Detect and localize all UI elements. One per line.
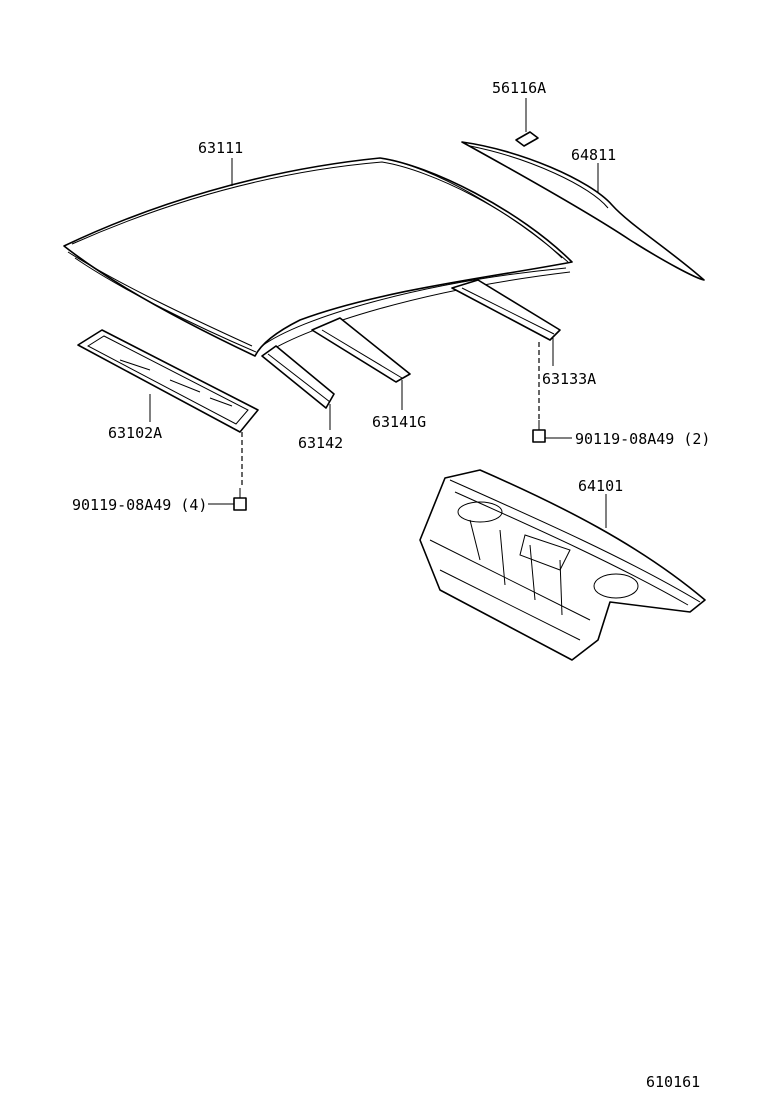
label-clip: 56116A bbox=[492, 79, 546, 97]
clip bbox=[515, 131, 539, 147]
roof-bow-1 bbox=[261, 345, 335, 409]
label-package-tray-panel: 64101 bbox=[578, 477, 623, 495]
label-bolt-rear: 90119-08A49 (2) bbox=[575, 430, 710, 448]
roof-bow-2 bbox=[311, 317, 411, 383]
label-roof-bow-2: 63141G bbox=[372, 413, 426, 431]
back-window-glass bbox=[461, 141, 705, 281]
package-tray-panel bbox=[419, 469, 706, 661]
diagram-id: 610161 bbox=[646, 1073, 700, 1091]
label-back-window-glass: 64811 bbox=[571, 146, 616, 164]
bolt-rear bbox=[532, 420, 546, 443]
bolt-front bbox=[233, 488, 247, 511]
label-roof-rear-rail: 63133A bbox=[542, 370, 596, 388]
roof-panel bbox=[63, 157, 573, 357]
label-bolt-front: 90119-08A49 (4) bbox=[72, 496, 207, 514]
roof-front-rail bbox=[77, 329, 259, 433]
label-roof-front-rail: 63102A bbox=[108, 424, 162, 442]
label-roof-panel: 63111 bbox=[198, 139, 243, 157]
label-roof-bow-1: 63142 bbox=[298, 434, 343, 452]
roof-rear-rail bbox=[451, 279, 561, 341]
